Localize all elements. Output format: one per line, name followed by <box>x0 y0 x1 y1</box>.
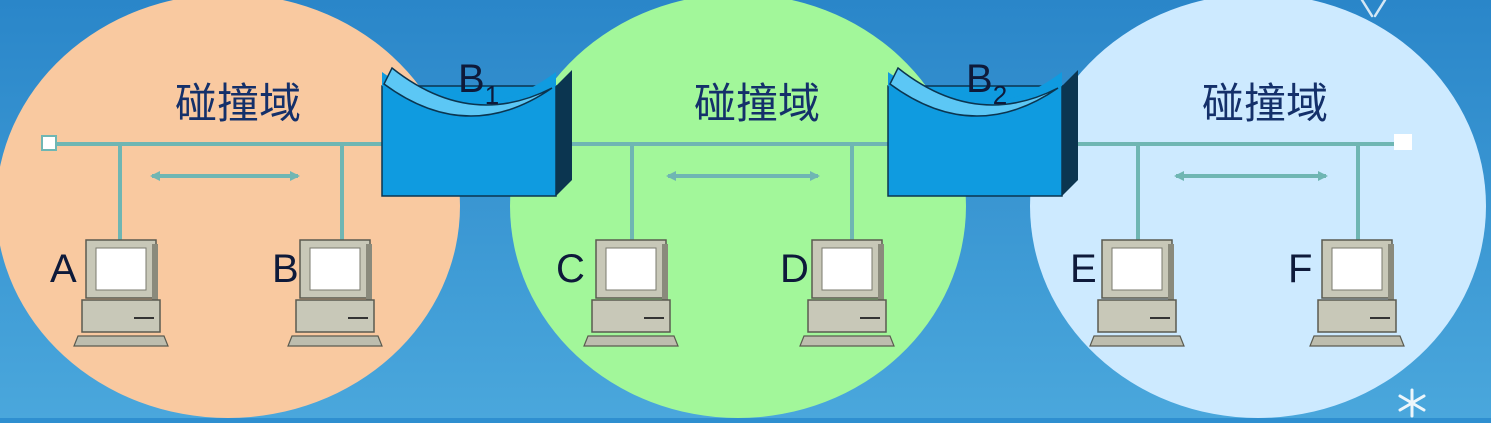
computer-icon <box>583 239 679 347</box>
computer-icon <box>287 239 383 347</box>
bridge-2-subscript: 2 <box>993 80 1007 110</box>
terminator-right <box>1394 134 1412 150</box>
bridge-1-subscript: 1 <box>485 80 499 110</box>
computer-label-f: F <box>1288 247 1312 291</box>
computer-label-b: B <box>272 247 299 291</box>
terminator-left <box>41 135 57 151</box>
computer-icon <box>1309 239 1405 347</box>
collision-domain-label-2: 碰撞域 <box>694 80 820 127</box>
computer-a: A <box>50 239 169 347</box>
computer-icon <box>1089 239 1185 347</box>
computer-label-e: E <box>1070 247 1097 291</box>
computer-e: E <box>1070 239 1185 347</box>
collision-domain-3 <box>1030 0 1486 418</box>
computer-c: C <box>556 239 679 347</box>
computer-label-c: C <box>556 247 585 291</box>
computer-label-d: D <box>780 247 809 291</box>
computer-icon <box>799 239 895 347</box>
computer-f: F <box>1288 239 1405 347</box>
collision-domain-1 <box>0 0 460 418</box>
bridge-2-letter: B <box>966 57 993 101</box>
snowflake-icon <box>1398 388 1426 418</box>
computer-b: B <box>272 239 383 347</box>
lan-segments <box>50 142 1400 240</box>
bridge-label-1: B1 <box>458 57 499 110</box>
bridge-label-2: B2 <box>966 57 1007 110</box>
bridge-2: B2 <box>887 57 1078 197</box>
collision-domain-2 <box>510 0 966 418</box>
computer-icon <box>73 239 169 347</box>
bridge-1-letter: B <box>458 57 485 101</box>
computer-label-a: A <box>50 247 77 291</box>
computer-d: D <box>780 239 895 347</box>
collision-domain-label-3: 碰撞域 <box>1202 80 1328 127</box>
bridge-1: B1 <box>381 57 572 197</box>
snowflake-icon <box>1360 0 1387 18</box>
collision-domain-label-1: 碰撞域 <box>175 80 301 127</box>
